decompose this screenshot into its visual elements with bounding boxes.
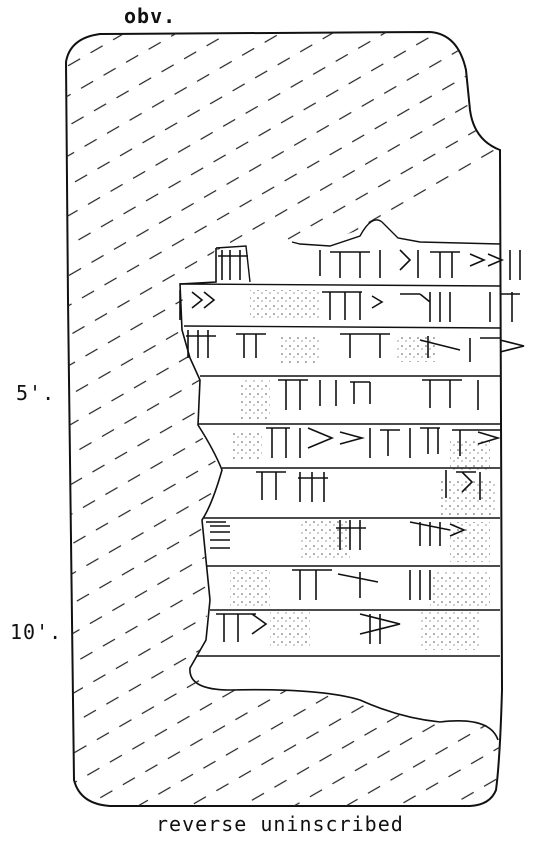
- damaged-surface-hatching: [66, 32, 502, 806]
- top-fracture-edge: [215, 219, 501, 283]
- line-number-10: 10'.: [10, 620, 63, 644]
- ruling-lines: [179, 283, 501, 657]
- reverse-uninscribed-note: reverse uninscribed: [156, 812, 404, 836]
- obverse-label: obv.: [124, 4, 177, 28]
- cuneiform-signs: [179, 249, 525, 644]
- fracture-edge: [179, 248, 499, 741]
- line-number-5: 5'.: [16, 381, 56, 405]
- stippled-abrasion: [230, 290, 495, 650]
